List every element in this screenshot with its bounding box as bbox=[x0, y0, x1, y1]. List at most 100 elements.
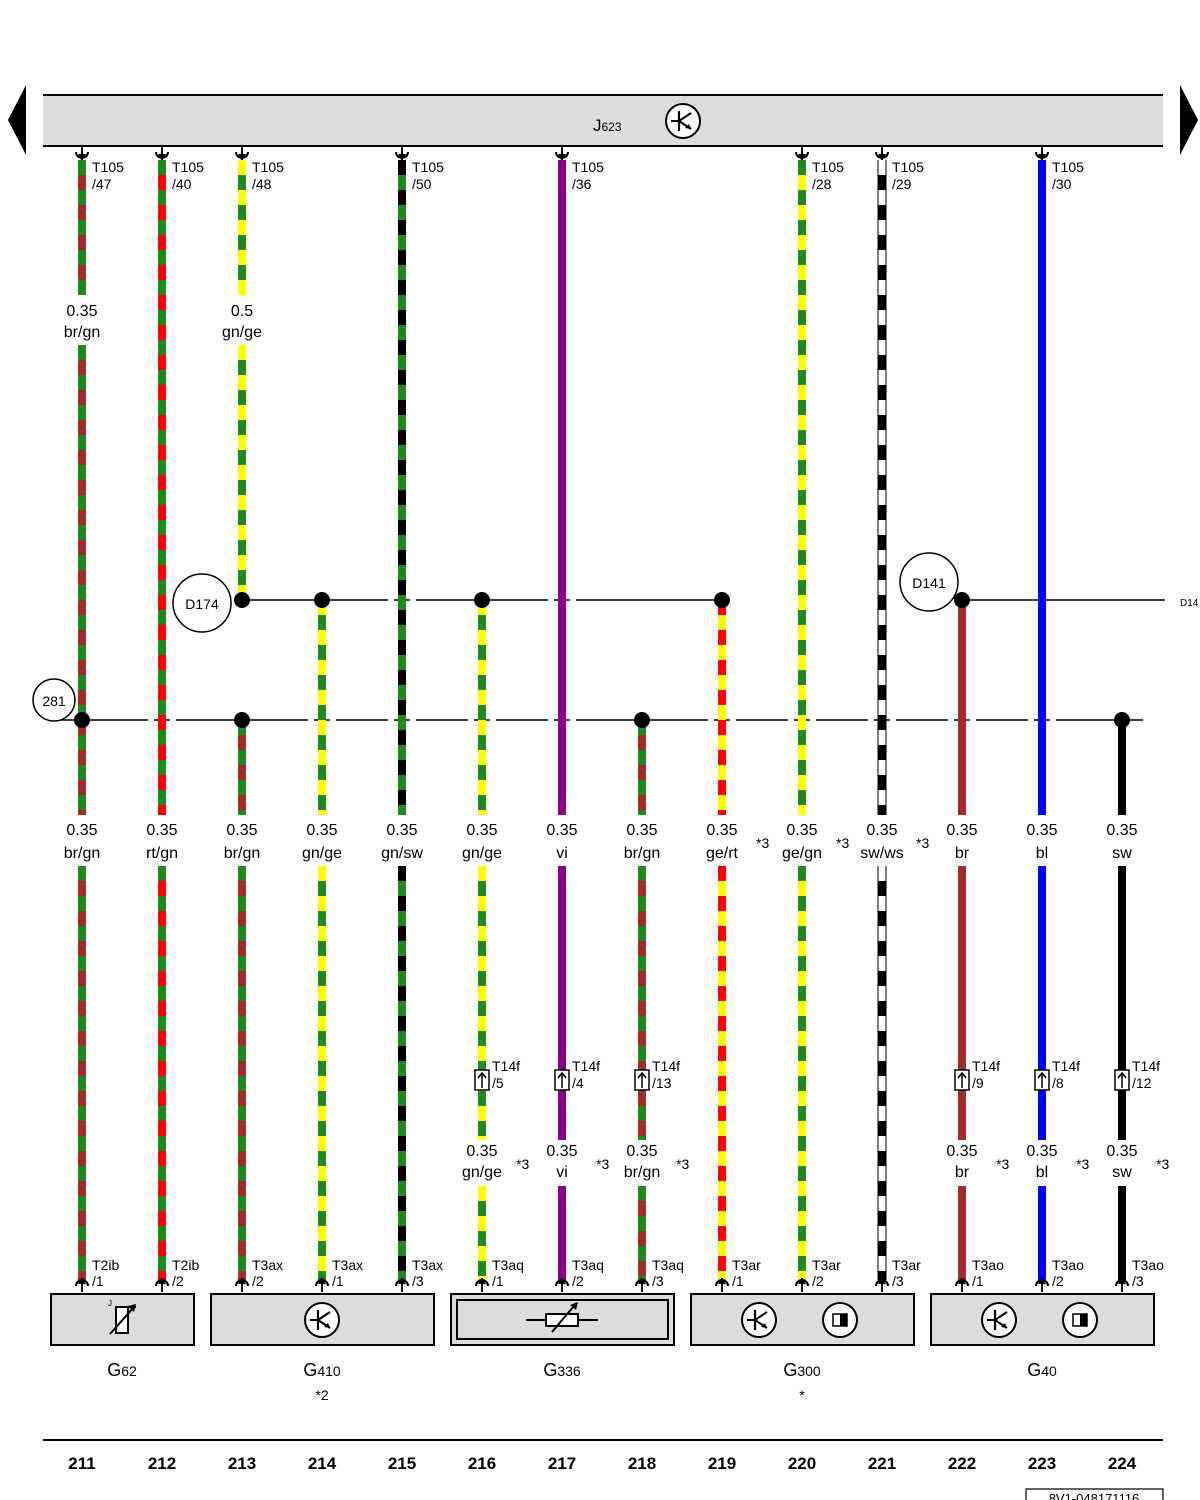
control-unit-label: J623 bbox=[593, 116, 622, 135]
wire-size-lower-223: 0.35 bbox=[1026, 1143, 1057, 1160]
terminal-pin-214 bbox=[315, 1278, 329, 1292]
inline-connector-label-218: T14f bbox=[652, 1058, 680, 1074]
wire-size-224: 0.35 bbox=[1106, 822, 1137, 839]
splice-point-216 bbox=[474, 592, 490, 608]
bus-gap bbox=[548, 718, 554, 722]
pin-label-221: T105 bbox=[892, 159, 924, 175]
component-label-G40: G40 bbox=[1027, 1360, 1057, 1380]
terminal-pin-218 bbox=[635, 1278, 649, 1292]
junction-d141-label: D141 bbox=[912, 575, 946, 591]
inline-connector-224 bbox=[1114, 1069, 1130, 1091]
connector-pin-223 bbox=[1035, 146, 1049, 160]
wire-color-220: ge/gn bbox=[782, 845, 822, 862]
terminal-number-217: /2 bbox=[572, 1273, 584, 1289]
connector-pin-212 bbox=[155, 146, 169, 160]
terminal-number-223: /2 bbox=[1052, 1273, 1064, 1289]
terminal-number-219: /1 bbox=[732, 1273, 744, 1289]
control-unit-bar bbox=[43, 95, 1163, 146]
component-box-G62[interactable]: J bbox=[50, 1293, 195, 1346]
terminal-number-218: /3 bbox=[652, 1273, 664, 1289]
wire-size-214: 0.35 bbox=[306, 822, 337, 839]
wire-color-214: gn/ge bbox=[302, 845, 342, 862]
inline-connector-label-222: T14f bbox=[972, 1058, 1000, 1074]
inline-connector-label-217: T14f bbox=[572, 1058, 600, 1074]
next-page-arrow[interactable] bbox=[1180, 85, 1198, 155]
terminal-number-222: /1 bbox=[972, 1273, 984, 1289]
terminal-pin-212 bbox=[155, 1278, 169, 1292]
previous-page-arrow[interactable] bbox=[8, 85, 26, 155]
bus-gap bbox=[148, 718, 154, 722]
wire-size-221: 0.35 bbox=[866, 822, 897, 839]
wire-size-lower-222: 0.35 bbox=[946, 1143, 977, 1160]
pin-label-217: T105 bbox=[572, 159, 604, 175]
bus-gap bbox=[868, 718, 874, 722]
column-number-211: 211 bbox=[68, 1454, 95, 1473]
component-label-G300: G300 bbox=[783, 1360, 821, 1380]
magnet-icon bbox=[1062, 1302, 1098, 1338]
component-label-G410: G410 bbox=[303, 1360, 341, 1380]
inline-connector-223 bbox=[1034, 1069, 1050, 1091]
column-number-223: 223 bbox=[1028, 1454, 1056, 1473]
wire-size-lower-217: 0.35 bbox=[546, 1143, 577, 1160]
bus-gap bbox=[948, 718, 954, 722]
wire-color-222: br bbox=[955, 845, 970, 862]
wire-note-220: *3 bbox=[836, 835, 849, 851]
splice-point-213 bbox=[234, 712, 250, 728]
pin-number-221: /29 bbox=[892, 176, 912, 192]
component-box-G410[interactable] bbox=[210, 1293, 435, 1346]
column-number-224: 224 bbox=[1108, 1454, 1137, 1473]
wire-color-217: vi bbox=[556, 845, 568, 862]
terminal-number-212: /2 bbox=[172, 1273, 184, 1289]
component-box-G40[interactable] bbox=[930, 1293, 1155, 1346]
bus-gap bbox=[970, 718, 976, 722]
terminal-pin-221 bbox=[875, 1278, 889, 1292]
pin-label-213: T105 bbox=[252, 159, 284, 175]
column-number-215: 215 bbox=[388, 1454, 416, 1473]
junction-d174-label: D174 bbox=[185, 596, 219, 612]
inline-connector-218 bbox=[634, 1069, 650, 1091]
bus-gap bbox=[890, 718, 896, 722]
wire-color-218: br/gn bbox=[624, 845, 660, 862]
terminal-number-216: /1 bbox=[492, 1273, 504, 1289]
pin-label-223: T105 bbox=[1052, 159, 1084, 175]
hall-sensor-icon bbox=[981, 1302, 1017, 1338]
pin-number-213: /48 bbox=[252, 176, 272, 192]
bus-gap bbox=[170, 718, 176, 722]
column-number-218: 218 bbox=[628, 1454, 656, 1473]
terminal-pin-224 bbox=[1115, 1278, 1129, 1292]
column-number-216: 216 bbox=[468, 1454, 496, 1473]
column-number-221: 221 bbox=[868, 1454, 896, 1473]
control-unit-symbol-icon bbox=[665, 103, 701, 139]
wire-color-lower-218: br/gn bbox=[624, 1164, 660, 1181]
magnet-icon bbox=[822, 1302, 858, 1338]
terminal-number-224: /3 bbox=[1132, 1273, 1144, 1289]
wire-size-220: 0.35 bbox=[786, 822, 817, 839]
pin-number-220: /28 bbox=[812, 176, 832, 192]
connector-pin-221 bbox=[875, 146, 889, 160]
inline-connector-pin-222: /9 bbox=[972, 1075, 984, 1091]
wire-note-lower-218: *3 bbox=[676, 1156, 689, 1172]
wire-color-lower-223: bl bbox=[1036, 1164, 1048, 1181]
component-box-G336[interactable] bbox=[450, 1293, 675, 1346]
terminal-label-223: T3ao bbox=[1052, 1257, 1084, 1273]
terminal-number-221: /3 bbox=[892, 1273, 904, 1289]
junction-281-callout bbox=[32, 678, 76, 722]
wire-size-219: 0.35 bbox=[706, 822, 737, 839]
terminal-pin-216 bbox=[475, 1278, 489, 1292]
terminal-label-219: T3ar bbox=[732, 1257, 761, 1273]
wire-color-lower-217: vi bbox=[556, 1164, 568, 1181]
column-number-214: 214 bbox=[308, 1454, 337, 1473]
inline-connector-label-223: T14f bbox=[1052, 1058, 1080, 1074]
junction-281-label: 281 bbox=[42, 693, 66, 709]
pin-label-212: T105 bbox=[172, 159, 204, 175]
terminal-label-214: T3ax bbox=[332, 1257, 363, 1273]
terminal-label-222: T3ao bbox=[972, 1257, 1004, 1273]
wire-note-lower-223: *3 bbox=[1076, 1156, 1089, 1172]
wire-size-223: 0.35 bbox=[1026, 822, 1057, 839]
wire-size-212: 0.35 bbox=[146, 822, 177, 839]
component-box-G300[interactable] bbox=[690, 1293, 915, 1346]
hall-sensor-icon bbox=[741, 1302, 777, 1338]
wire-note-221: *3 bbox=[916, 835, 929, 851]
terminal-label-220: T3ar bbox=[812, 1257, 841, 1273]
